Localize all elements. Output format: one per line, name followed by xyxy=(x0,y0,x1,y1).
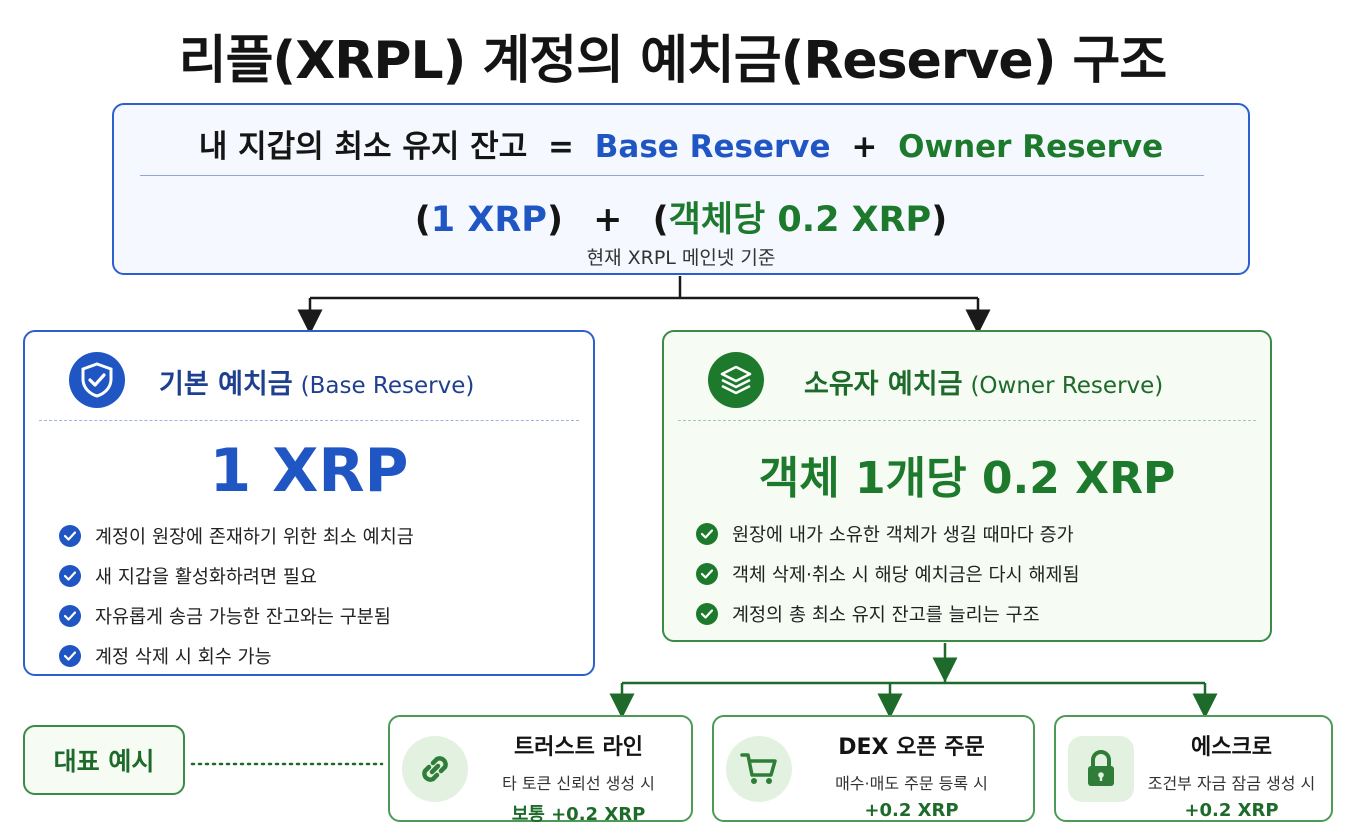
formula-plus: + xyxy=(851,129,878,165)
list-item: 원장에 내가 소유한 객체가 생길 때마다 증가 xyxy=(696,514,1080,554)
check-icon xyxy=(696,563,718,585)
card-text: 에스크로 조건부 자금 잠금 생성 시 +0.2 XRP xyxy=(1140,729,1323,821)
bullet-text: 객체 삭제·취소 시 해당 예치금은 다시 해제됨 xyxy=(732,565,1080,586)
card-cost: 보통 +0.2 XRP xyxy=(511,804,646,825)
cart-icon xyxy=(726,736,792,802)
formula-divider xyxy=(140,175,1204,176)
list-item: 계정의 총 최소 유지 잔고를 늘리는 구조 xyxy=(696,594,1080,634)
list-item: 새 지갑을 활성화하려면 필요 xyxy=(59,556,414,596)
formula-values: (1 XRP) + (객체당 0.2 XRP) xyxy=(114,191,1248,242)
formula-owner-term: Owner Reserve xyxy=(898,129,1164,165)
base-reserve-heading: 기본 예치금 (Base Reserve) xyxy=(159,362,474,401)
bullet-text: 계정이 원장에 존재하기 위한 최소 예치금 xyxy=(95,527,414,548)
example-card-escrow: 에스크로 조건부 자금 잠금 생성 시 +0.2 XRP xyxy=(1054,715,1333,822)
page-title: 리플(XRPL) 계정의 예치금(Reserve) 구조 xyxy=(178,31,1168,91)
lock-icon xyxy=(1068,736,1134,802)
owner-to-examples-connector xyxy=(609,643,1218,719)
base-reserve-panel: 기본 예치금 (Base Reserve) 1 XRP 계정이 원장에 존재하기 … xyxy=(23,330,595,676)
check-icon xyxy=(696,523,718,545)
examples-label: 대표 예시 xyxy=(23,725,185,795)
check-icon xyxy=(59,605,81,627)
formula-close-paren-2: ) xyxy=(931,200,948,240)
formula-open-paren-2: ( xyxy=(652,200,669,240)
owner-reserve-value: 객체 1개당 0.2 XRP xyxy=(758,453,1176,504)
card-title: 에스크로 xyxy=(1191,735,1272,760)
base-reserve-bullets: 계정이 원장에 존재하기 위한 최소 예치금 새 지갑을 활성화하려면 필요 자… xyxy=(59,516,414,676)
card-cost: +0.2 XRP xyxy=(864,800,959,821)
card-desc: 조건부 자금 잠금 생성 시 xyxy=(1147,774,1316,793)
reserve-formula-box: 내 지갑의 최소 유지 잔고 = Base Reserve + Owner Re… xyxy=(112,103,1250,275)
card-desc: 타 토큰 신뢰선 생성 시 xyxy=(502,774,655,793)
owner-reserve-title: 소유자 예치금 xyxy=(804,369,963,400)
formula-base-term: Base Reserve xyxy=(594,129,831,165)
base-panel-divider xyxy=(39,420,579,421)
list-item: 자유롭게 송금 가능한 잔고와는 구분됨 xyxy=(59,596,414,636)
owner-reserve-bullets: 원장에 내가 소유한 객체가 생길 때마다 증가 객체 삭제·취소 시 해당 예… xyxy=(696,514,1080,634)
layers-icon xyxy=(708,352,764,408)
formula-close-paren-1: ) xyxy=(546,200,563,240)
bullet-text: 자유롭게 송금 가능한 잔고와는 구분됨 xyxy=(95,607,391,628)
check-icon xyxy=(59,645,81,667)
formula-plus-2: + xyxy=(593,200,623,240)
check-icon xyxy=(696,603,718,625)
owner-reserve-subtitle: (Owner Reserve) xyxy=(970,373,1164,399)
list-item: 계정 삭제 시 회수 가능 xyxy=(59,636,414,676)
owner-reserve-panel: 소유자 예치금 (Owner Reserve) 객체 1개당 0.2 XRP 원장… xyxy=(662,330,1272,642)
example-card-trust-line: 트러스트 라인 타 토큰 신뢰선 생성 시 보통 +0.2 XRP xyxy=(388,715,693,825)
check-icon xyxy=(59,525,81,547)
card-title: 트러스트 라인 xyxy=(513,735,644,760)
base-reserve-subtitle: (Base Reserve) xyxy=(300,373,475,399)
owner-panel-divider xyxy=(678,420,1256,421)
card-cost: +0.2 XRP xyxy=(1184,800,1279,821)
formula-note: 현재 XRPL 메인넷 기준 xyxy=(586,247,776,269)
example-card-dex-order: DEX 오픈 주문 매수·매도 주문 등록 시 +0.2 XRP xyxy=(712,715,1035,822)
link-icon xyxy=(402,736,468,802)
bullet-text: 원장에 내가 소유한 객체가 생길 때마다 증가 xyxy=(732,525,1074,546)
card-title: DEX 오픈 주문 xyxy=(838,735,985,760)
formula-base-value: 1 XRP xyxy=(430,200,547,240)
formula-owner-value: 객체당 0.2 XRP xyxy=(668,200,932,240)
owner-reserve-heading: 소유자 예치금 (Owner Reserve) xyxy=(804,362,1163,401)
base-reserve-value: 1 XRP xyxy=(209,436,409,506)
list-item: 객체 삭제·취소 시 해당 예치금은 다시 해제됨 xyxy=(696,554,1080,594)
bullet-text: 계정 삭제 시 회수 가능 xyxy=(95,647,272,668)
bullet-text: 계정의 총 최소 유지 잔고를 늘리는 구조 xyxy=(732,605,1040,626)
shield-check-icon xyxy=(69,352,125,408)
formula-to-panels-connector xyxy=(297,276,991,335)
list-item: 계정이 원장에 존재하기 위한 최소 예치금 xyxy=(59,516,414,556)
formula-open-paren-1: ( xyxy=(414,200,431,240)
bullet-text: 새 지갑을 활성화하려면 필요 xyxy=(95,567,317,588)
check-icon xyxy=(59,565,81,587)
card-text: 트러스트 라인 타 토큰 신뢰선 생성 시 보통 +0.2 XRP xyxy=(474,729,683,826)
card-text: DEX 오픈 주문 매수·매도 주문 등록 시 +0.2 XRP xyxy=(798,729,1025,821)
formula-equals: = xyxy=(548,129,574,165)
base-reserve-title: 기본 예치금 xyxy=(159,369,293,400)
card-desc: 매수·매도 주문 등록 시 xyxy=(835,774,988,793)
formula-lhs: 내 지갑의 최소 유지 잔고 xyxy=(198,129,528,165)
formula-equation: 내 지갑의 최소 유지 잔고 = Base Reserve + Owner Re… xyxy=(114,121,1248,166)
